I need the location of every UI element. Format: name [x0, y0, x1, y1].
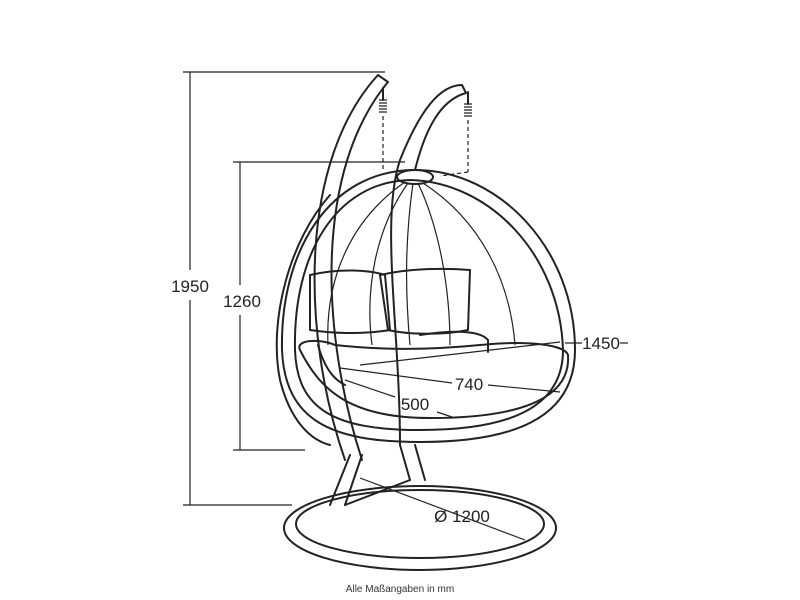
- caption: Alle Maßangaben in mm: [345, 584, 455, 595]
- pod: 740 500: [275, 169, 576, 446]
- label-1260: 1260: [223, 292, 261, 311]
- dimension-pod-height: 1260: [223, 161, 405, 451]
- label-1200: Ø 1200: [434, 507, 490, 526]
- label-740: 740: [455, 375, 483, 394]
- label-1450: 1450: [582, 334, 620, 353]
- dimension-total-height: 1950: [171, 71, 385, 506]
- label-1950: 1950: [171, 277, 209, 296]
- label-500: 500: [401, 395, 429, 414]
- base: Ø 1200: [283, 444, 557, 571]
- stand: [313, 74, 472, 461]
- dimension-width: 1450: [565, 334, 628, 353]
